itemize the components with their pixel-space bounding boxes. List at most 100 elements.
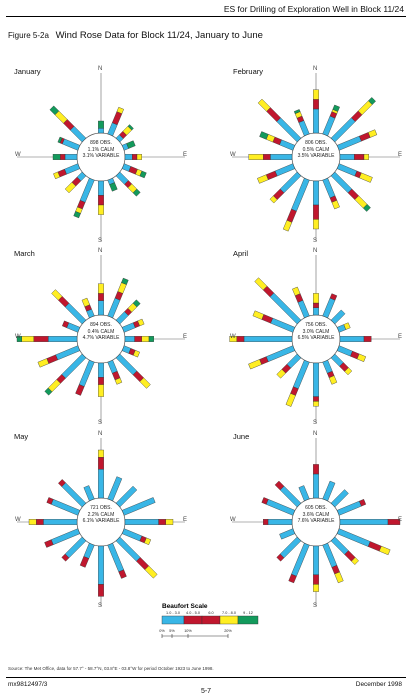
arm-segment [263, 519, 269, 525]
calm-percent: 3.0% CALM [302, 328, 330, 335]
legend-band-label: 4.0 - 5.0 [186, 611, 200, 615]
figure-title: Figure 5-2a Wind Rose Data for Block 11/… [8, 30, 263, 41]
rose-arm-7 [322, 542, 344, 584]
figure-caption: Wind Rose Data for Block 11/24, January … [55, 30, 263, 41]
arm-segment [339, 519, 389, 525]
arm-segment [343, 322, 351, 330]
arm-segment [261, 497, 269, 505]
rose-arm-4 [339, 336, 372, 342]
wind-rose-february: N S W E 806 OBS. 0.5% CALM 3.5% VARIABLE [218, 62, 412, 252]
arm-segment [336, 528, 371, 547]
variable-percent: 6.1% VARIABLE [82, 518, 120, 524]
rose-arms [16, 255, 185, 423]
rose-arm-2 [115, 299, 141, 325]
arm-segment [141, 336, 150, 342]
compass-e: E [183, 152, 188, 158]
calm-percent: 2.2% CALM [87, 511, 115, 518]
rose-arm-15 [81, 297, 95, 319]
rose-arm-8 [98, 545, 104, 597]
arm-segment [52, 154, 61, 160]
page-number: 5-7 [200, 688, 212, 695]
rose-stats: 605 OBS. 3.6% CALM 7.6% VARIABLE [289, 505, 343, 525]
arm-segment [276, 369, 286, 379]
rose-arm-13 [62, 320, 81, 333]
rose-arm-14 [49, 105, 87, 143]
rose-arm-1 [107, 476, 123, 502]
arm-segment [257, 174, 269, 184]
arm-segment [132, 350, 140, 358]
compass-w: W [15, 152, 21, 158]
rose-arm-15 [83, 485, 95, 502]
arm-segment [64, 302, 87, 325]
rose-arm-12 [263, 519, 293, 525]
arm-segment [367, 129, 378, 138]
footer-rule [6, 677, 406, 678]
arm-segment [44, 539, 54, 548]
arm-segment [313, 99, 319, 110]
arm-segment [107, 359, 118, 374]
legend-band-label: 1.0 - 3.0 [166, 611, 180, 615]
arm-segment [115, 353, 138, 376]
rose-arm-0 [313, 89, 319, 134]
legend-scale-label: 20% [224, 629, 232, 633]
arm-segment [134, 336, 142, 342]
obs-count: 721 OBS. [90, 505, 112, 511]
arm-segment [98, 469, 104, 499]
arm-segment [98, 384, 104, 397]
arm-segment [313, 464, 319, 475]
rose-arm-4 [339, 154, 369, 160]
arm-segment [368, 97, 376, 105]
arm-segment [313, 473, 319, 499]
arm-segment [98, 120, 104, 129]
compass-n: N [98, 248, 103, 254]
rose-stats: 756 OBS. 3.0% CALM 6.5% VARIABLE [289, 322, 343, 342]
arm-segment [257, 98, 271, 112]
rose-arm-4 [124, 336, 154, 342]
arm-segment [285, 393, 296, 407]
rose-arm-14 [58, 479, 87, 508]
rose-arm-7 [322, 359, 338, 385]
arm-segment [121, 528, 143, 542]
compass-n: N [313, 66, 318, 72]
arm-segment [98, 449, 104, 458]
legend-scale-label: 10% [184, 629, 192, 633]
legend-swatch [161, 615, 185, 625]
arm-segment [313, 108, 319, 134]
rose-stats: 806 OBS. 0.5% CALM 3.5% VARIABLE [289, 140, 343, 160]
arm-segment [112, 111, 123, 126]
arm-segment [48, 336, 78, 342]
arm-segment [297, 300, 310, 319]
arm-segment [313, 219, 319, 230]
rose-arm-15 [293, 109, 310, 137]
rose-arm-0 [98, 283, 104, 316]
arm-segment [118, 569, 127, 579]
arm-segment [266, 107, 281, 122]
rose-arm-9 [79, 542, 95, 568]
arm-segment [322, 480, 336, 502]
arm-segment [339, 336, 365, 342]
arm-segment [313, 302, 319, 308]
arm-segment [107, 297, 121, 319]
arm-segment [98, 128, 104, 134]
arm-segment [367, 541, 382, 552]
legend-band-label: 7.0 - 8.0 [222, 611, 236, 615]
arm-segment [132, 154, 138, 160]
rose-arm-11 [257, 163, 296, 184]
arm-segment [322, 115, 336, 137]
arm-segment [313, 584, 319, 592]
arm-segment [62, 320, 70, 328]
arm-segment [64, 181, 77, 194]
compass-e: E [398, 334, 403, 340]
arm-segment [98, 195, 104, 206]
wind-rose-may: N S W E 721 OBS. 2.2% CALM 6.1% VARIABLE [3, 427, 199, 617]
rose-arm-10 [64, 171, 87, 194]
rose-arm-5 [121, 163, 147, 179]
rose-arm-12 [52, 154, 78, 160]
arm-segment [330, 489, 349, 508]
rose-arm-7 [322, 177, 340, 210]
arm-segment [98, 362, 104, 378]
rose-arm-13 [57, 136, 81, 151]
arm-segment [292, 286, 301, 296]
rose-arm-6 [115, 171, 141, 197]
rose-arm-9 [75, 359, 95, 396]
